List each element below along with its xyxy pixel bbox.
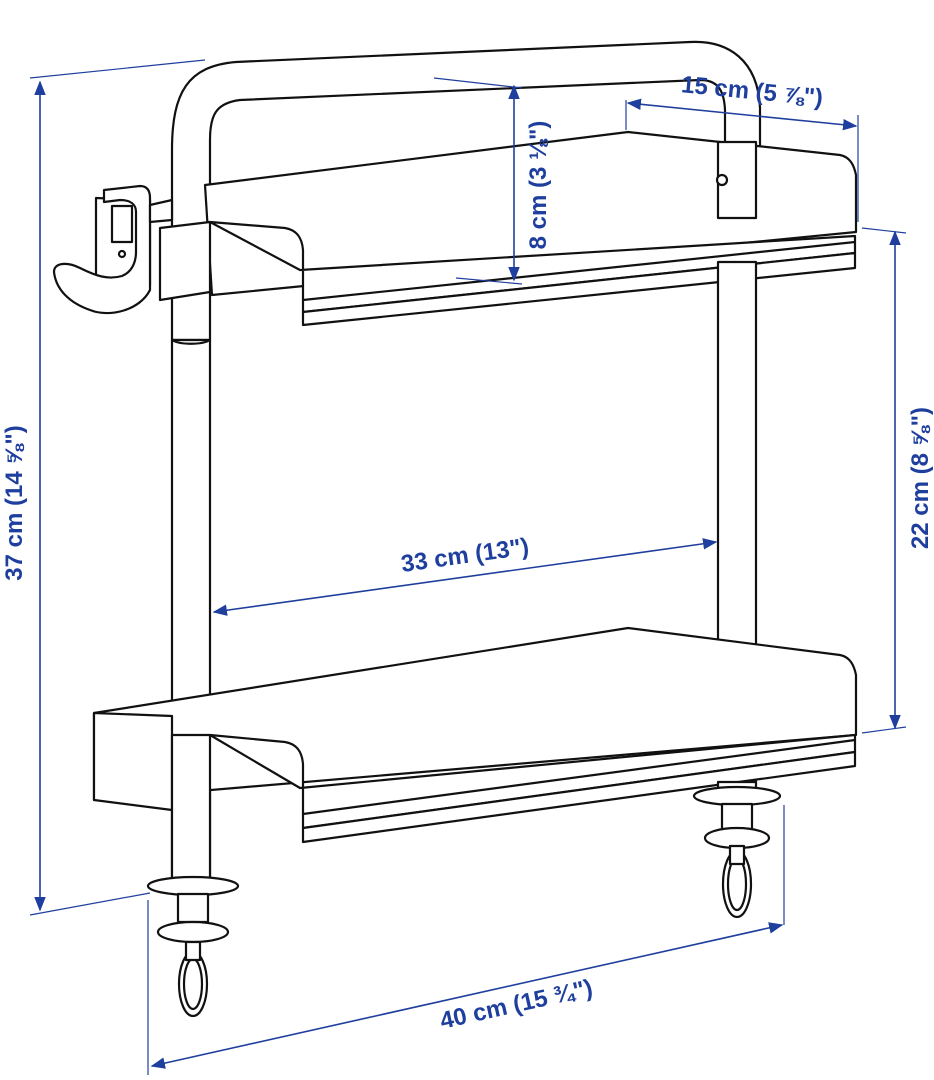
total-width-dimension-line <box>150 922 784 1069</box>
inner-width-dimension-line <box>212 538 718 616</box>
dimension-lines <box>29 59 907 1075</box>
total-width-label: 40 cm (15 ¾") <box>438 975 596 1035</box>
upper-shelf-back-rim <box>203 130 858 297</box>
lower-shelf-front <box>301 750 857 844</box>
total-height-label: 37 cm (14 ⅝") <box>1 425 28 580</box>
shelf-spacing-label: 22 cm (8 ⅝") <box>907 407 934 549</box>
handle-tube <box>170 40 762 342</box>
upper-shelf-tray <box>208 220 857 314</box>
hook-accessory <box>52 184 174 315</box>
depth-dimension-line <box>626 98 858 131</box>
left-caster <box>146 875 240 1018</box>
rim-height-label: 8 cm (3 ⅛") <box>525 121 552 250</box>
right-caster <box>692 780 782 919</box>
right-upper-connector <box>716 140 758 220</box>
trolley-drawing <box>52 40 858 1018</box>
lower-shelf-left-side <box>92 711 174 812</box>
upper-screw <box>715 173 729 187</box>
